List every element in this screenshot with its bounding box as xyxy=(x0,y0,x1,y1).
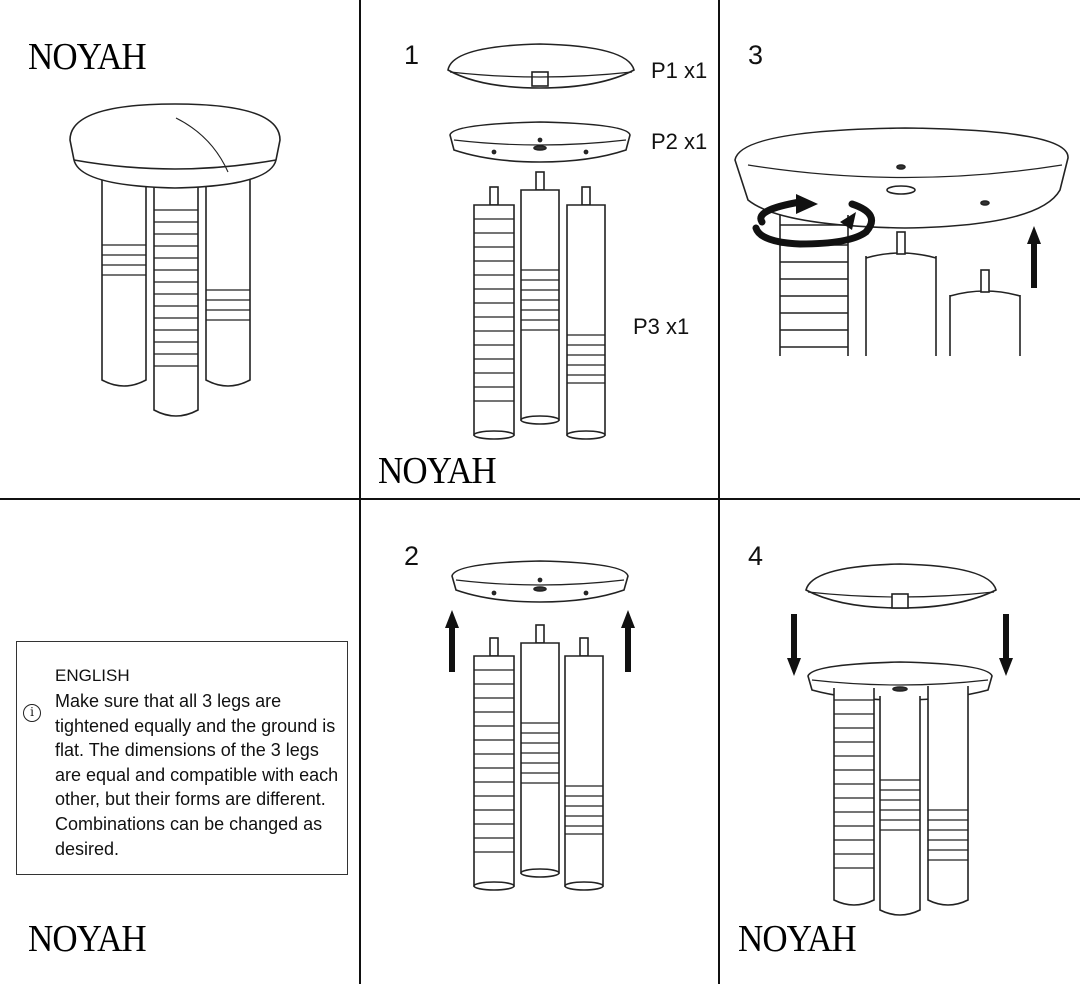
divider xyxy=(0,498,1080,500)
part-p3-legs xyxy=(473,171,606,440)
info-icon: i xyxy=(23,704,41,722)
part-p2-plate xyxy=(449,121,631,163)
part-label-p1: P1 x1 xyxy=(651,58,708,83)
note-text: Make sure that all 3 legs are tightened … xyxy=(55,691,339,859)
step-number-2: 2 xyxy=(404,541,420,571)
step3-illustration xyxy=(734,127,1069,356)
brand-logo: NOYAH xyxy=(28,36,147,78)
note-box: i ENGLISH Make sure that all 3 legs are … xyxy=(16,641,348,875)
step-number-1: 1 xyxy=(404,40,420,70)
note-language: ENGLISH xyxy=(55,666,130,685)
part-label-p2: P2 x1 xyxy=(651,129,708,154)
stool-assembled xyxy=(69,103,281,417)
part-p1-top xyxy=(447,43,635,89)
step4-illustration xyxy=(786,563,1014,916)
step-number-3: 3 xyxy=(748,40,764,70)
divider xyxy=(718,0,720,984)
step2-illustration xyxy=(444,560,636,891)
part-label-p3: P3 x1 xyxy=(633,314,690,339)
divider xyxy=(359,0,361,984)
brand-logo: NOYAH xyxy=(378,450,497,492)
step-number-4: 4 xyxy=(748,541,764,571)
brand-logo: NOYAH xyxy=(28,918,147,960)
brand-logo: NOYAH xyxy=(738,918,857,960)
